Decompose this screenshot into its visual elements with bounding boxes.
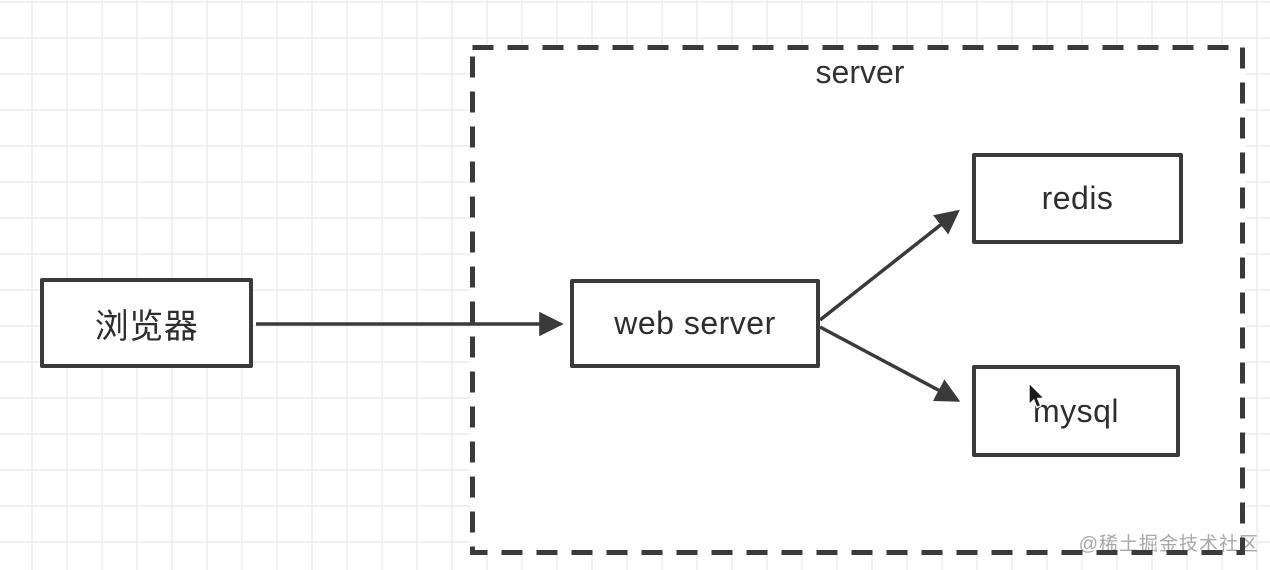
node-mysql-label: mysql bbox=[1032, 392, 1120, 429]
server-group-label: server bbox=[815, 54, 905, 90]
watermark: @稀土掘金技术社区 bbox=[1078, 534, 1259, 555]
node-redis-label: redis bbox=[1041, 180, 1114, 216]
node-redis[interactable]: redis bbox=[972, 153, 1183, 244]
node-mysql[interactable]: mysql bbox=[972, 365, 1180, 457]
edge-webserver-to-mysql bbox=[819, 325, 961, 402]
node-web-server-label: web server bbox=[614, 305, 776, 341]
node-web-server[interactable]: web server bbox=[570, 279, 820, 368]
edge-webserver-to-redis bbox=[818, 209, 960, 322]
node-browser-label: 浏览器 bbox=[94, 307, 199, 346]
node-browser[interactable]: 浏览器 bbox=[40, 278, 253, 368]
